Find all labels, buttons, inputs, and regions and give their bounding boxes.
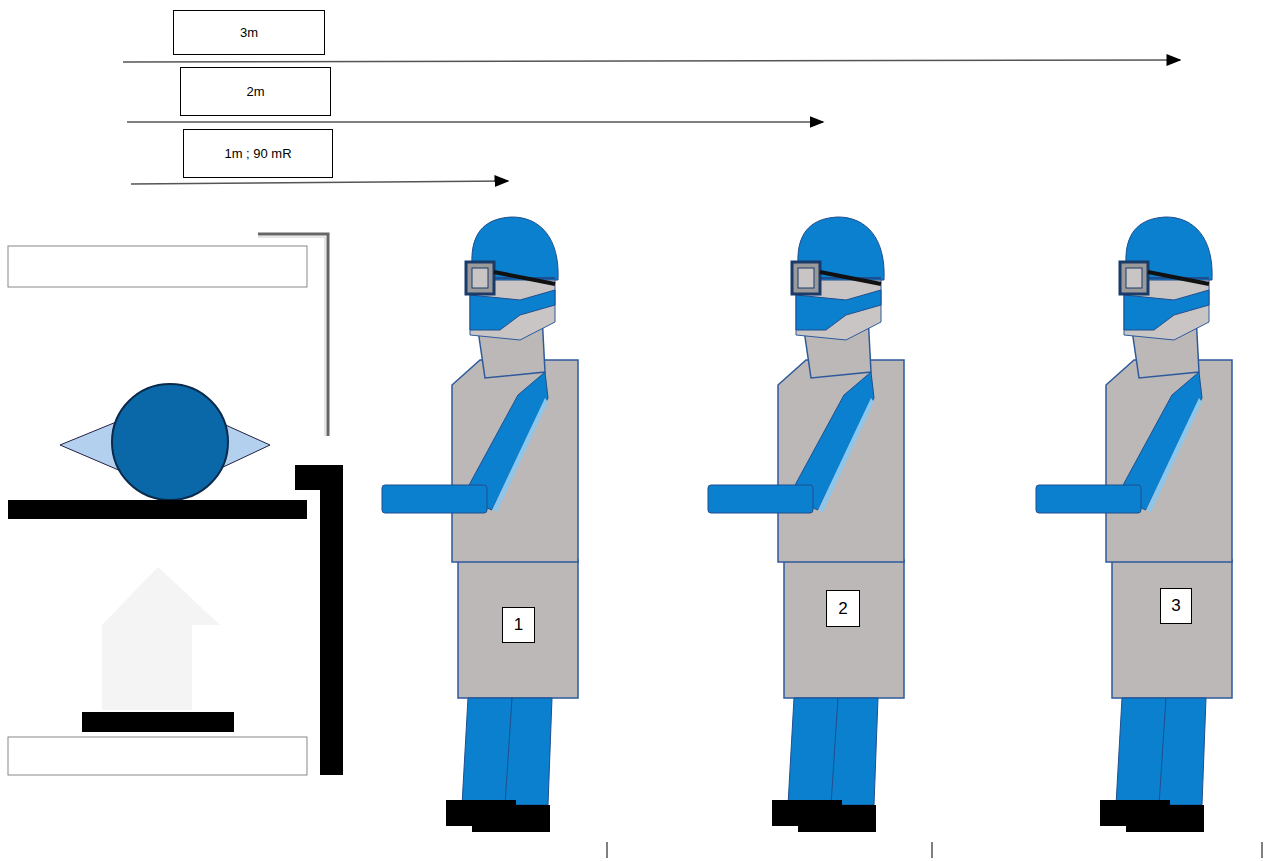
callout-number: 3 — [1160, 588, 1192, 624]
callout-number: 3 — [1171, 596, 1180, 616]
patient-head — [112, 384, 228, 500]
callout-number: 1 — [514, 615, 523, 635]
distance-label: 3m — [240, 25, 258, 40]
staff-figure — [708, 217, 904, 832]
callout-number: 2 — [838, 599, 847, 619]
staff-figure — [1036, 217, 1232, 832]
table — [8, 500, 307, 519]
xray-tube — [82, 712, 234, 732]
callout-number: 2 — [826, 590, 860, 627]
lead-shield — [258, 234, 328, 436]
distance-dose-box: 1m ; 90 mR — [183, 129, 333, 178]
distance-label: 1m ; 90 mR — [224, 146, 291, 161]
beam-arrow — [102, 567, 220, 710]
staff-figure — [382, 217, 578, 832]
distance-box: 3m — [173, 10, 325, 55]
image-intensifier — [8, 246, 307, 287]
distance-arrow — [123, 60, 1180, 62]
distance-arrow — [131, 181, 508, 184]
table-shield — [295, 465, 343, 775]
callout-number: 1 — [502, 607, 535, 643]
tube-housing — [8, 737, 307, 775]
distance-arrow — [127, 121, 823, 123]
distance-label: 2m — [246, 84, 264, 99]
distance-box: 2m — [180, 67, 331, 116]
